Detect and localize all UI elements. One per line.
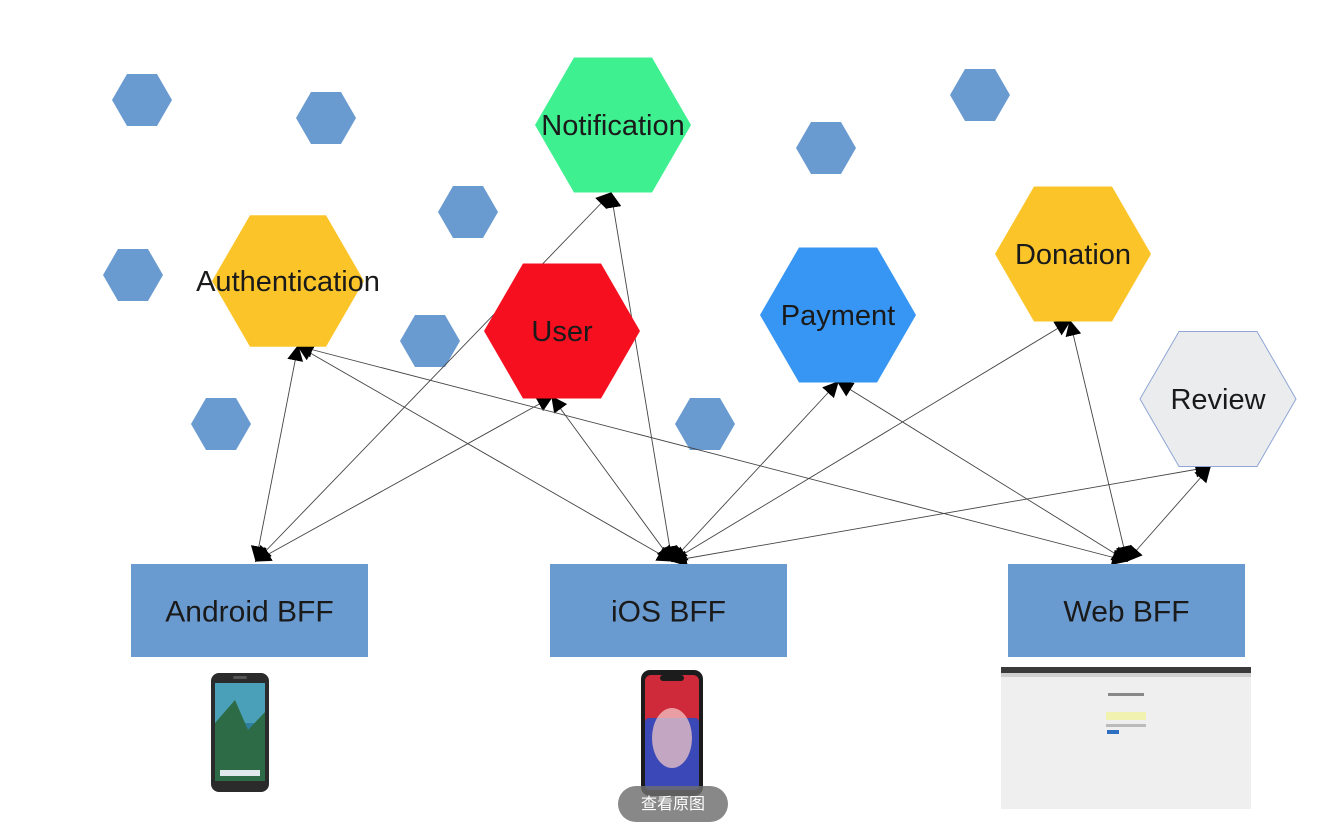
decor-hexagon-3	[438, 186, 498, 238]
service-label-authentication: Authentication	[196, 266, 380, 298]
arrow-web-to-review	[1126, 466, 1211, 562]
bff-layer: Android BFF iOS BFF Web BFF	[131, 564, 1245, 657]
decor-hexagon-2	[296, 92, 356, 144]
service-authentication: Authentication	[196, 215, 380, 347]
arrow-ios-to-notification	[605, 191, 678, 563]
decor-hexagon-4	[103, 249, 163, 301]
bff-box-ios	[550, 564, 787, 657]
arrow-web-to-payment	[836, 381, 1129, 562]
browser-screenshot-icon	[1001, 667, 1251, 809]
decor-hexagon-6	[191, 398, 251, 450]
service-user: User	[484, 263, 640, 399]
service-hexagon-payment	[760, 247, 916, 383]
bff-label-android: Android BFF	[165, 596, 333, 629]
arrow-web-to-donation	[1065, 319, 1132, 563]
service-notification: Notification	[535, 57, 691, 193]
service-donation: Donation	[995, 186, 1151, 322]
arrow-ios-to-user	[551, 395, 673, 563]
service-review: Review	[1139, 331, 1297, 467]
bff-label-ios: iOS BFF	[611, 596, 726, 629]
decor-hexagon-9	[950, 69, 1010, 121]
arrow-web-to-authentication	[296, 341, 1129, 566]
iphone-icon	[641, 670, 703, 796]
service-hexagon-donation	[995, 186, 1151, 322]
decor-hexagon-7	[675, 398, 735, 450]
service-hexagon-user	[484, 263, 640, 399]
service-hexagon-review	[1139, 331, 1297, 467]
decor-hexagon-1	[112, 74, 172, 126]
bff-label-web: Web BFF	[1063, 596, 1189, 629]
view-original-button[interactable]: 查看原图	[618, 786, 728, 822]
decor-hexagon-8	[796, 122, 856, 174]
bff-android: Android BFF	[131, 564, 368, 657]
connection-arrows	[250, 191, 1212, 567]
bff-box-web	[1008, 564, 1245, 657]
service-hexagon-notification	[535, 57, 691, 193]
arrow-ios-to-review	[670, 461, 1212, 567]
bff-web: Web BFF	[1008, 564, 1245, 657]
service-payment: Payment	[760, 247, 916, 383]
android-phone-icon	[211, 673, 269, 792]
service-label-review: Review	[1170, 384, 1266, 416]
service-hexagon-authentication	[212, 215, 364, 347]
service-label-notification: Notification	[541, 110, 684, 142]
service-label-donation: Donation	[1015, 239, 1131, 271]
bff-box-android	[131, 564, 368, 657]
arrow-android-to-authentication	[250, 344, 304, 563]
service-label-user: User	[531, 316, 593, 348]
service-label-payment: Payment	[781, 300, 895, 332]
arrow-ios-to-authentication	[296, 345, 674, 562]
bff-ios: iOS BFF	[550, 564, 787, 657]
arrow-android-to-user	[254, 396, 554, 562]
